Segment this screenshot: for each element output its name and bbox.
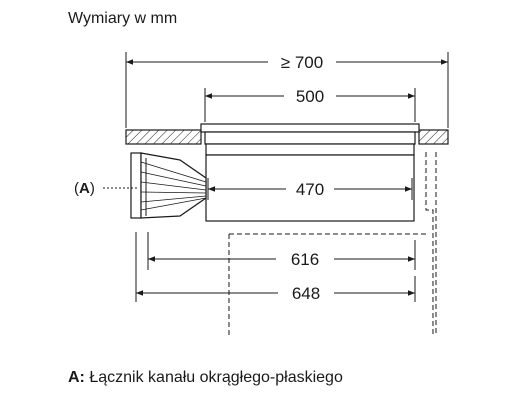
dimension-unit: 470 <box>208 180 412 199</box>
duct-connector <box>130 152 207 219</box>
dimension-cooktop: 500 <box>205 87 415 106</box>
callout-a-label: A <box>79 180 90 197</box>
dimension-cutout-inner-label: 616 <box>291 250 319 269</box>
dimension-overall: ≥ 700 <box>126 53 448 72</box>
legend-text: Łącznik kanału okrągłego-płaskiego <box>89 369 343 386</box>
dimension-unit-label: 470 <box>296 180 324 199</box>
worktop <box>125 129 449 145</box>
legend-key: A: <box>68 369 85 386</box>
cabinet-outline <box>228 152 437 336</box>
dimension-cutout-outer: 648 <box>136 284 415 303</box>
dimension-cooktop-label: 500 <box>296 87 324 106</box>
diagram-title: Wymiary w mm <box>68 10 178 27</box>
dimension-cutout-inner: 616 <box>148 250 415 269</box>
cooktop <box>200 123 420 145</box>
callout-a: (A) <box>74 180 95 197</box>
dimension-overall-label: ≥ 700 <box>281 53 323 72</box>
dimension-cutout-outer-label: 648 <box>292 284 320 303</box>
legend-caption: A: Łącznik kanału okrągłego-płaskiego <box>68 369 343 387</box>
